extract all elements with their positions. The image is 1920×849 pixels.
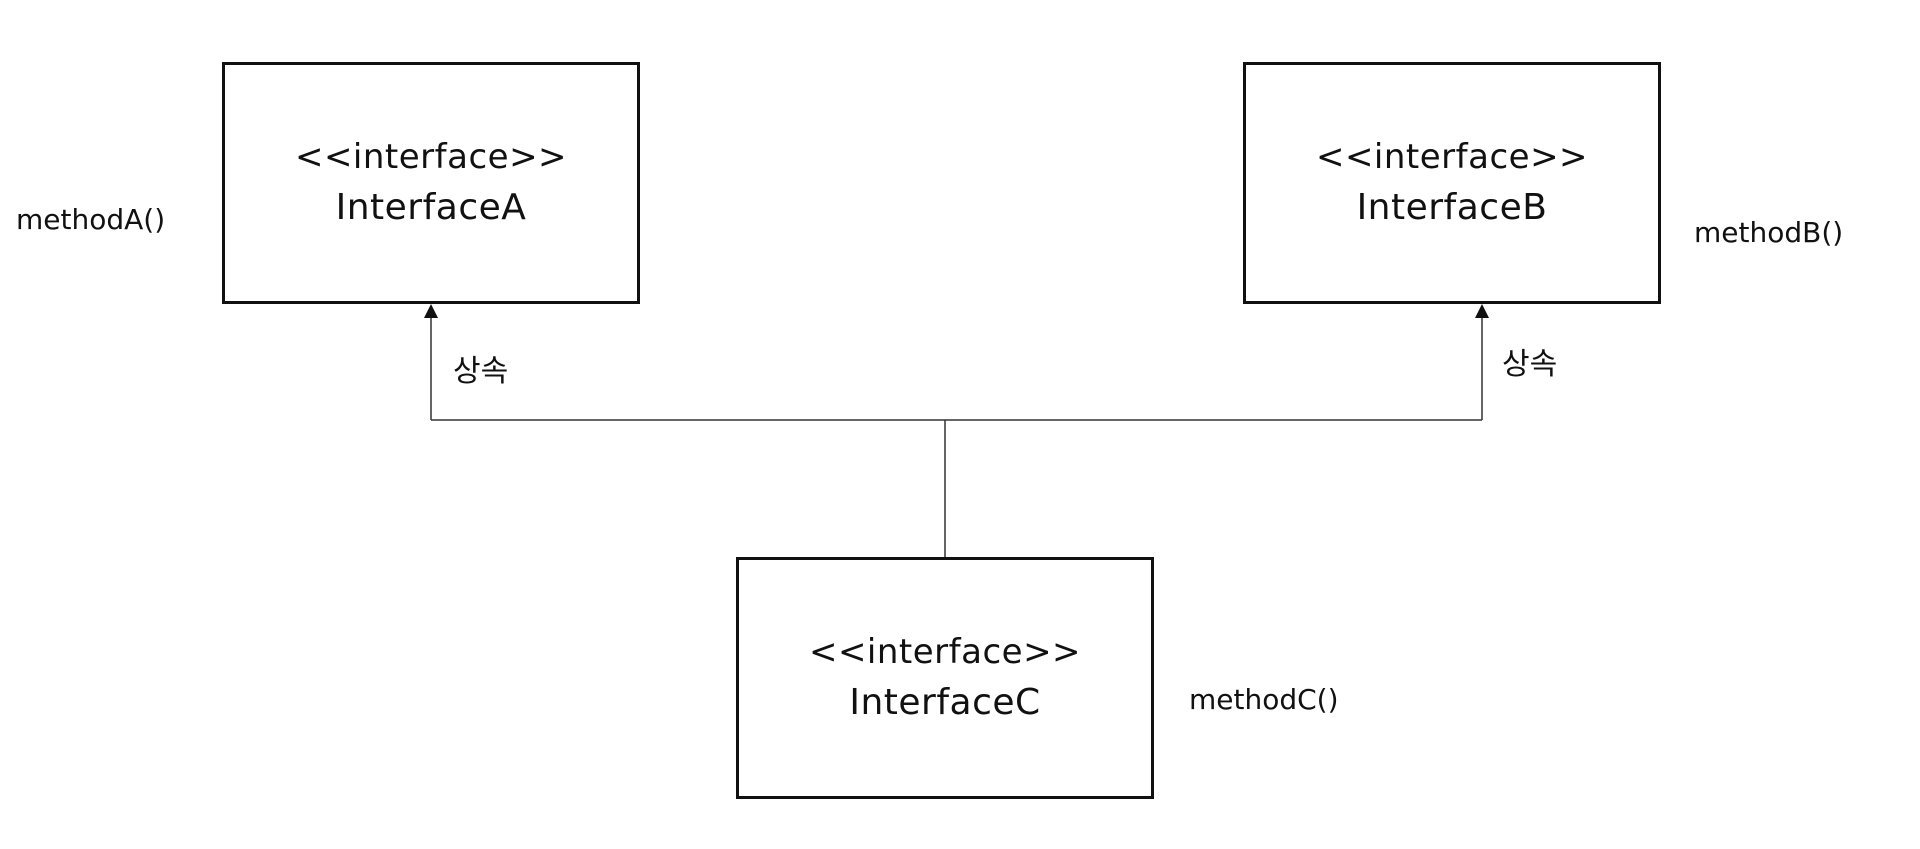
interface-b-name: InterfaceB: [1356, 187, 1548, 228]
interface-c-name: InterfaceC: [849, 682, 1041, 723]
interface-b-stereotype: <<interface>>: [1315, 137, 1589, 177]
method-a-label: methodA(): [16, 203, 166, 236]
interface-c-box[interactable]: <<interface>> InterfaceC: [736, 557, 1154, 799]
interface-c-stereotype: <<interface>>: [808, 632, 1082, 672]
method-b-label: methodB(): [1694, 216, 1844, 249]
inheritance-label-a: 상속: [453, 354, 509, 389]
arrowhead-interface-a: [424, 304, 438, 318]
interface-a-name: InterfaceA: [335, 187, 527, 228]
interface-b-box[interactable]: <<interface>> InterfaceB: [1243, 62, 1661, 304]
inheritance-label-b: 상속: [1502, 347, 1558, 382]
method-c-label: methodC(): [1189, 683, 1339, 716]
interface-a-stereotype: <<interface>>: [294, 137, 568, 177]
interface-a-box[interactable]: <<interface>> InterfaceA: [222, 62, 640, 304]
arrowhead-interface-b: [1475, 304, 1489, 318]
